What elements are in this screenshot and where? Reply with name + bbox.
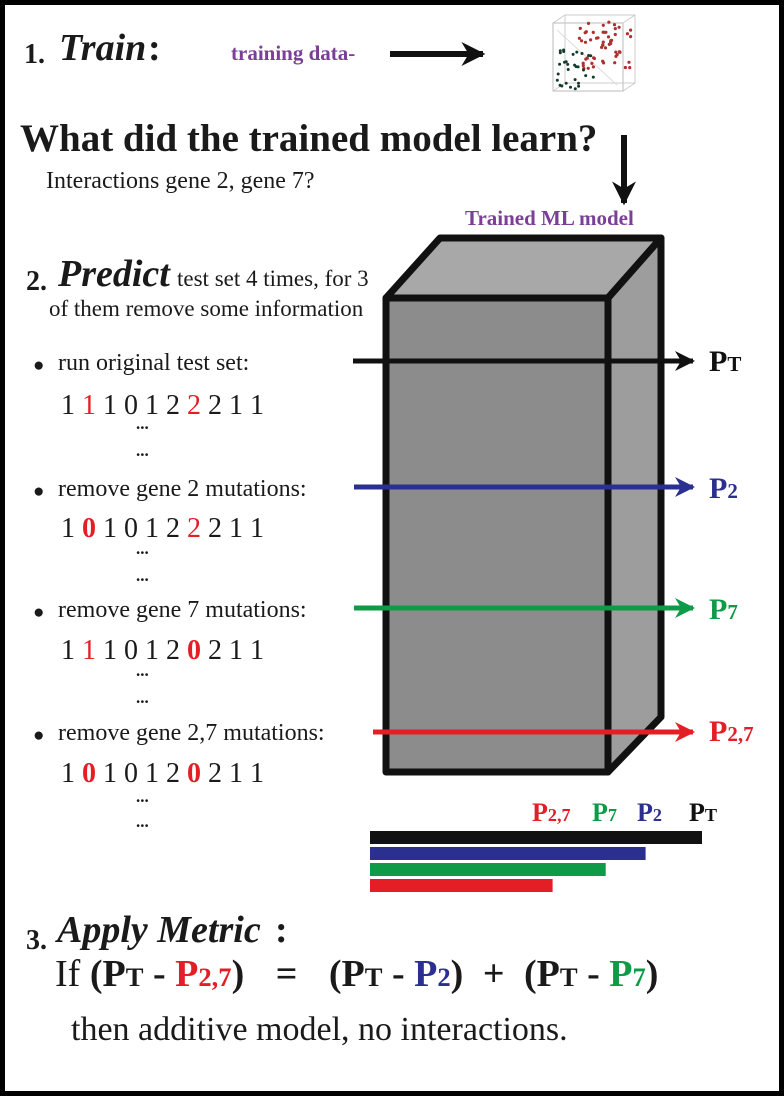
digit: 0 [124, 758, 138, 789]
digit: 1 [250, 390, 264, 421]
step3-colon: : [275, 909, 288, 951]
step2-desc-line2: of them remove some information [49, 296, 364, 321]
ellipsis-3b: ... [136, 688, 149, 707]
comparison-bar [370, 879, 553, 892]
digit: 1 [82, 390, 96, 421]
ellipsis-4b: ... [136, 812, 149, 831]
digit: 1 [145, 635, 159, 666]
digit: 1 [229, 635, 243, 666]
eq-lhs: (PT - P2,7) [89, 953, 245, 995]
ellipsis-1b: ... [136, 441, 149, 460]
digit: 1 [61, 390, 75, 421]
eq-plus: + [482, 953, 505, 995]
digit: 0 [82, 758, 96, 789]
digit: 0 [124, 513, 138, 544]
digit: 2 [166, 758, 180, 789]
case-gene27-label: remove gene 2,7 mutations: [58, 720, 325, 746]
digit: 1 [229, 513, 243, 544]
digit: 1 [103, 758, 117, 789]
digit: 1 [82, 635, 96, 666]
digit: 2 [166, 635, 180, 666]
step1-colon: : [148, 27, 161, 69]
comparison-bars [370, 831, 702, 892]
digit: 2 [187, 390, 201, 421]
ellipsis-1a: ... [136, 414, 149, 433]
ellipsis-2b: ... [136, 566, 149, 585]
digit: 1 [229, 390, 243, 421]
comparison-bar [370, 831, 702, 844]
step1-title: Train [59, 27, 147, 69]
digit: 1 [229, 758, 243, 789]
output-gene7: P7 [709, 593, 738, 626]
step1-number: 1. [24, 39, 45, 70]
case-gene7-label: remove gene 7 mutations: [58, 597, 307, 623]
bar-label-p7: P7 [592, 798, 617, 827]
digit: 1 [61, 758, 75, 789]
bullet-original: ● [33, 355, 45, 376]
model-box [382, 234, 665, 776]
digit: 1 [250, 513, 264, 544]
digit: 2 [208, 758, 222, 789]
output-gene27: P2,7 [709, 715, 754, 748]
digit: 2 [208, 390, 222, 421]
digit: 0 [124, 390, 138, 421]
digit: 2 [166, 513, 180, 544]
bar-label-p2: P2 [637, 798, 662, 827]
digit: 1 [61, 635, 75, 666]
comparison-bar [370, 863, 606, 876]
digit: 1 [250, 758, 264, 789]
bullet-gene2: ● [33, 481, 45, 502]
training-data-scatter-cube [552, 14, 636, 92]
digit: 2 [166, 390, 180, 421]
digit: 1 [145, 513, 159, 544]
ellipsis-2a: ... [136, 539, 149, 558]
step3-number: 3. [26, 925, 47, 956]
bar-label-pt: PT [689, 798, 718, 827]
digit: 2 [208, 635, 222, 666]
digit: 1 [61, 513, 75, 544]
output-original: PT [709, 345, 742, 378]
case-gene2-label: remove gene 2 mutations: [58, 476, 307, 502]
question-heading: What did the trained model learn? [20, 117, 598, 160]
digit: 0 [187, 635, 201, 666]
model-label: Trained ML model [465, 206, 634, 230]
digit: 1 [145, 758, 159, 789]
bar-label-p27: P2,7 [532, 798, 571, 827]
digit: 0 [187, 758, 201, 789]
ellipsis-3a: ... [136, 661, 149, 680]
eq-if: If [55, 953, 81, 995]
output-gene2: P2 [709, 472, 738, 505]
eq-term2: (PT - P7) [523, 953, 659, 995]
ellipsis-4a: ... [136, 787, 149, 806]
digit: 0 [124, 635, 138, 666]
digit: 1 [103, 513, 117, 544]
digit: 1 [250, 635, 264, 666]
question-sub: Interactions gene 2, gene 7? [46, 168, 315, 194]
bullet-gene7: ● [33, 602, 45, 623]
comparison-bar [370, 847, 646, 860]
step3-title: Apply Metric [57, 909, 261, 951]
equation: If (PT - P2,7) = (PT - P2) + (PT - P7) [55, 955, 658, 993]
training-data-label: training data- [231, 41, 356, 65]
conclusion: then additive model, no interactions. [71, 1011, 568, 1048]
step2-number: 2. [26, 266, 47, 297]
case-original-label: run original test set: [58, 350, 250, 376]
diagram-graphics [353, 14, 702, 892]
digit: 2 [187, 513, 201, 544]
eq-term1: (PT - P2) [328, 953, 464, 995]
eq-equals: = [275, 953, 298, 995]
digit: 1 [103, 390, 117, 421]
digit: 1 [103, 635, 117, 666]
bullet-gene27: ● [33, 725, 45, 746]
step2-title: Predict [58, 253, 170, 295]
digit: 0 [82, 513, 96, 544]
digit: 1 [145, 390, 159, 421]
figure-panel: 1. Train : training data- What did the t… [3, 3, 781, 1093]
digit: 2 [208, 513, 222, 544]
step2-desc-line1: test set 4 times, for 3 [177, 266, 369, 291]
